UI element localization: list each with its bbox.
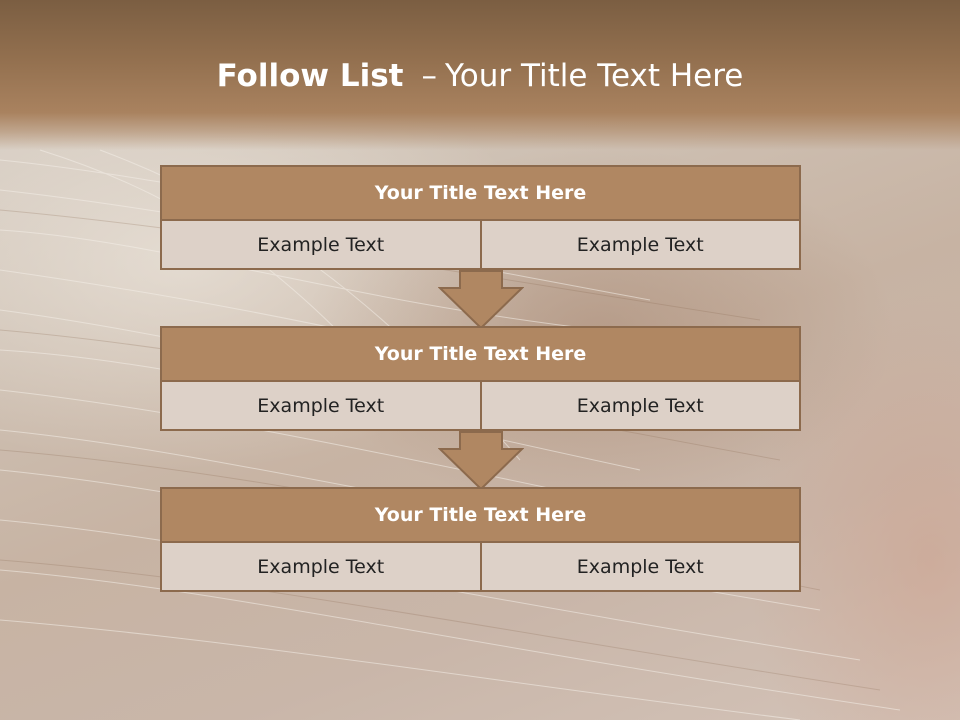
block-cell-right: Example Text bbox=[479, 221, 800, 268]
block-cell-right: Example Text bbox=[479, 382, 800, 429]
title-rest-part: Your Title Text Here bbox=[444, 58, 744, 94]
block-cell-left: Example Text bbox=[257, 555, 385, 578]
header-band bbox=[0, 0, 960, 150]
down-arrow-icon bbox=[438, 431, 524, 491]
flow-block-3: Your Title Text Here Example Text Exampl… bbox=[160, 487, 801, 592]
block-row: Example Text Example Text bbox=[160, 543, 801, 592]
block-row: Example Text Example Text bbox=[160, 221, 801, 270]
block-cell-left: Example Text bbox=[257, 233, 385, 256]
block-cell-left: Example Text bbox=[257, 394, 385, 417]
block-title: Your Title Text Here bbox=[160, 326, 801, 382]
flow-block-1: Your Title Text Here Example Text Exampl… bbox=[160, 165, 801, 270]
block-title: Your Title Text Here bbox=[160, 165, 801, 221]
down-arrow-icon bbox=[438, 270, 524, 330]
block-cell-right: Example Text bbox=[479, 543, 800, 590]
block-row: Example Text Example Text bbox=[160, 382, 801, 431]
title-bold-part: Follow List bbox=[216, 58, 404, 94]
title-separator: – bbox=[421, 58, 437, 94]
flow-block-2: Your Title Text Here Example Text Exampl… bbox=[160, 326, 801, 431]
block-title: Your Title Text Here bbox=[160, 487, 801, 543]
slide-title: Follow List–Your Title Text Here bbox=[0, 52, 960, 100]
